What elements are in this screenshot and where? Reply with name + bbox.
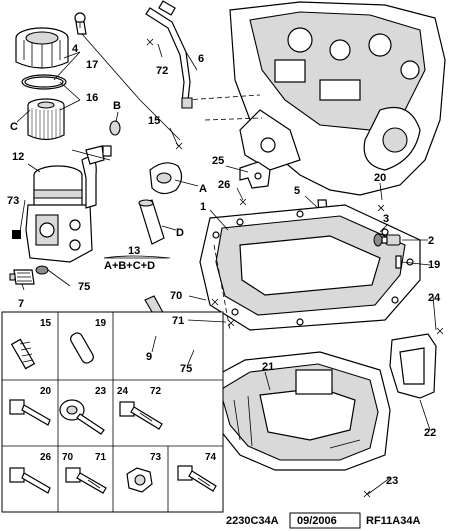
- cross-markers: [146, 38, 444, 498]
- seal-75-left: [35, 265, 49, 275]
- bolt-70-71-icon: [65, 467, 107, 494]
- callout-70: 70: [170, 290, 182, 302]
- callout-6: 6: [198, 53, 204, 65]
- drain-plug-washer-3: [373, 233, 383, 247]
- oil-pump-strainer-A: [149, 162, 183, 195]
- legend-71: 71: [95, 452, 107, 463]
- legend-73: 73: [150, 452, 162, 463]
- callout-B: B: [113, 100, 121, 112]
- callout-24: 24: [428, 292, 441, 304]
- callout-21: 21: [262, 361, 274, 373]
- callout-23: 23: [386, 475, 398, 487]
- leader-lines: [16, 22, 437, 495]
- callout-72: 72: [156, 65, 168, 77]
- legend-labels: 15 19 20 23 24 72 26 70 71 73 74: [40, 318, 217, 463]
- callout-73: 73: [7, 195, 19, 207]
- callout-75-sump: 75: [180, 363, 192, 375]
- dowel-19-icon: [70, 332, 94, 364]
- callout-9: 9: [146, 351, 152, 363]
- oil-filter-element: [27, 98, 65, 141]
- callout-1: 1: [200, 201, 206, 213]
- callout-formula: A+B+C+D: [104, 260, 155, 272]
- callout-19: 19: [428, 259, 440, 271]
- callout-17: 17: [86, 59, 98, 71]
- callout-25: 25: [212, 155, 224, 167]
- bracket-25: [239, 161, 271, 189]
- bolt-26-icon: [9, 467, 51, 494]
- oil-filter-cap: [15, 27, 69, 69]
- oil-sump-1: [199, 204, 421, 331]
- union-B: [109, 120, 121, 136]
- lower-shield-21: [207, 351, 391, 471]
- callout-7: 7: [18, 298, 24, 310]
- dowel-19: [395, 255, 402, 269]
- callout-26: 26: [218, 179, 230, 191]
- callout-15: 15: [148, 115, 160, 127]
- callout-labels: 4 17 16 C B 12 72 6 15 25 A 26 5 20 1 3 …: [7, 43, 441, 487]
- footer-ref-1: 2230C34A: [226, 515, 279, 527]
- footer-date: 09/2006: [297, 515, 337, 527]
- callout-75-left: 75: [78, 281, 90, 293]
- legend-23: 23: [95, 386, 107, 397]
- callout-3: 3: [383, 213, 389, 225]
- bolt-24-72-icon: [119, 401, 163, 430]
- callout-A-upper: A: [199, 183, 207, 195]
- housing-gasket-73: [12, 230, 21, 239]
- oil-pressure-sensor-7: [9, 269, 35, 285]
- bolt-23-icon: [59, 399, 105, 435]
- footer-reference: 2230C34A 09/2006 RF11A34A: [226, 512, 420, 529]
- drain-plug-2: [381, 234, 401, 246]
- legend-70: 70: [62, 452, 74, 463]
- nut-73-icon: [126, 467, 153, 493]
- callout-4: 4: [72, 43, 79, 55]
- footer-ref-2: RF11A34A: [366, 515, 420, 527]
- oil-filter-seal-ring: [21, 74, 67, 90]
- legend-19: 19: [95, 318, 107, 329]
- legend-15: 15: [40, 318, 52, 329]
- dipstick-tube-6: [145, 0, 193, 109]
- oil-pickup-tube-D: [138, 199, 165, 245]
- callout-22: 22: [424, 427, 436, 439]
- callout-13: 13: [128, 245, 140, 257]
- oil-filter-housing: [25, 145, 112, 263]
- legend-74: 74: [205, 452, 217, 463]
- legend-20: 20: [40, 386, 52, 397]
- baffle-plate-22: [389, 333, 437, 399]
- callout-C: C: [10, 121, 18, 133]
- fastener-legend-panel: [1, 311, 224, 513]
- callout-71: 71: [172, 315, 184, 327]
- bolt-74-icon: [177, 465, 217, 492]
- callout-5: 5: [294, 185, 300, 197]
- callout-D: D: [176, 227, 184, 239]
- stud-15-icon: [10, 338, 36, 370]
- engine-block: [184, 1, 446, 196]
- pipe-C: [71, 149, 111, 161]
- legend-24: 24: [117, 386, 129, 397]
- dipstick-4: [74, 12, 181, 141]
- bolt-20-icon: [9, 399, 51, 426]
- callout-20: 20: [374, 172, 386, 184]
- callout-12: 12: [12, 151, 24, 163]
- legend-26: 26: [40, 452, 52, 463]
- legend-72: 72: [150, 386, 162, 397]
- callout-2: 2: [428, 235, 434, 247]
- callout-16: 16: [86, 92, 98, 104]
